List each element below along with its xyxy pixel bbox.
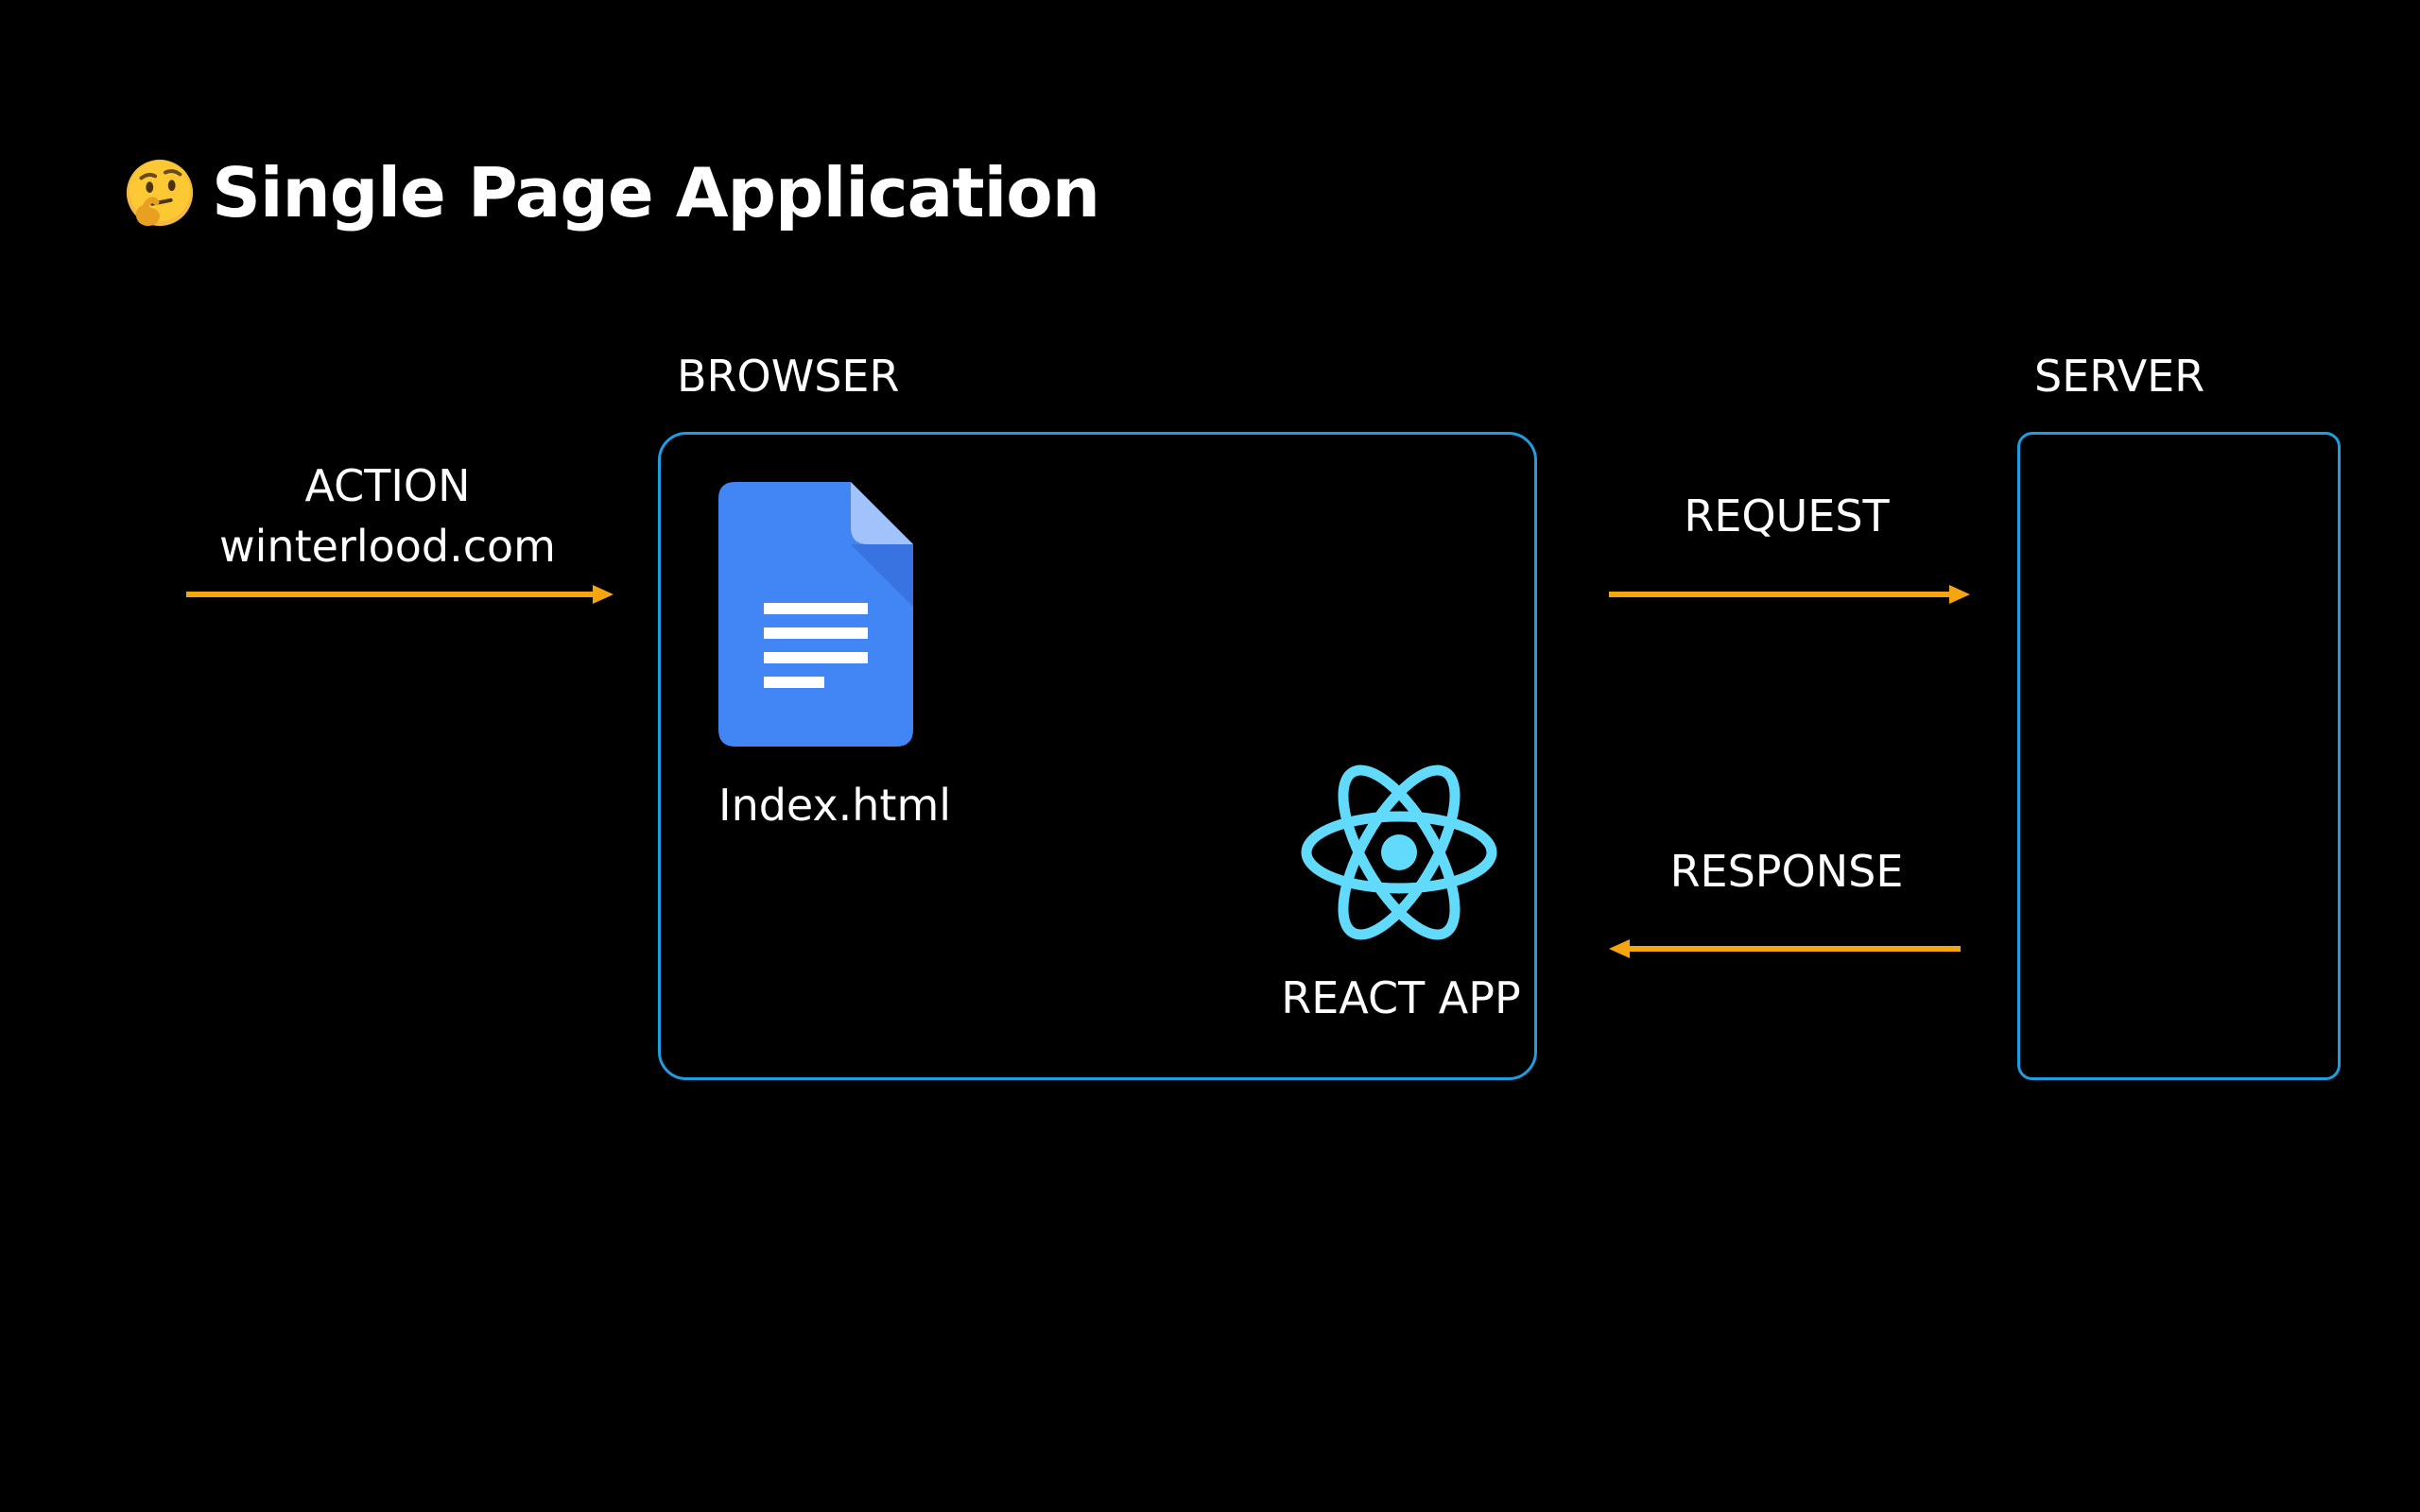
action-arrow <box>186 585 614 604</box>
response-arrow <box>1609 939 1961 958</box>
server-box <box>2017 432 2341 1080</box>
title-row: Single Page Application <box>123 149 1100 236</box>
browser-box <box>658 432 1537 1080</box>
react-app-label: REACT APP <box>1281 972 1521 1023</box>
server-label: SERVER <box>2034 351 2205 402</box>
document-icon <box>718 482 913 747</box>
action-label: ACTION <box>304 460 471 511</box>
react-logo-icon <box>1301 765 1497 940</box>
request-label: REQUEST <box>1684 490 1890 541</box>
browser-label: BROWSER <box>677 351 900 402</box>
request-arrow <box>1609 585 1970 604</box>
response-label: RESPONSE <box>1669 846 1904 897</box>
file-label: Index.html <box>718 780 952 831</box>
page-title: Single Page Application <box>212 153 1100 232</box>
action-url: winterlood.com <box>219 521 556 572</box>
thinking-face-icon <box>126 159 194 227</box>
